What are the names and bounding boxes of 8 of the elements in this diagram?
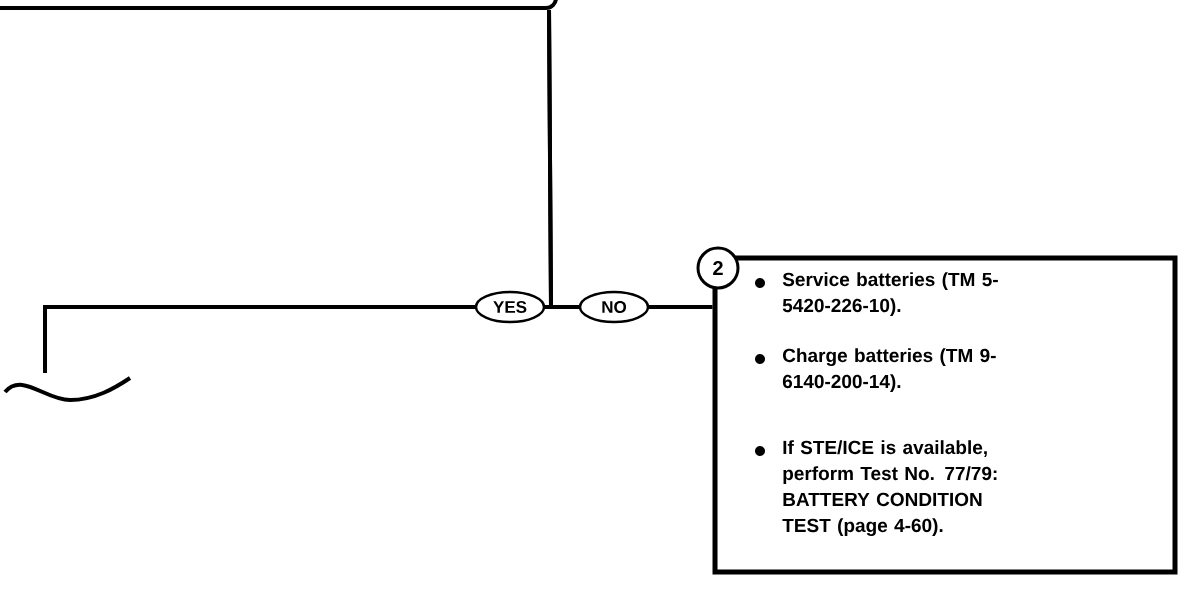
callout-number: 2 [696,246,740,290]
bullet-item: If STE/ICE is available, perform Test No. 77/79: BATTERY CONDITION TEST (page 4-60). [755,440,997,536]
edge-label: NO [578,290,650,324]
edge-label: YES [474,290,546,324]
continuation-symbol [3,376,132,402]
box-frame [0,0,558,10]
bullet-item: Service batteries (TM 5-5420-226-10). [755,272,998,316]
bullet-item: Charge batteries (TM 9-6140-200-14). [755,348,996,392]
